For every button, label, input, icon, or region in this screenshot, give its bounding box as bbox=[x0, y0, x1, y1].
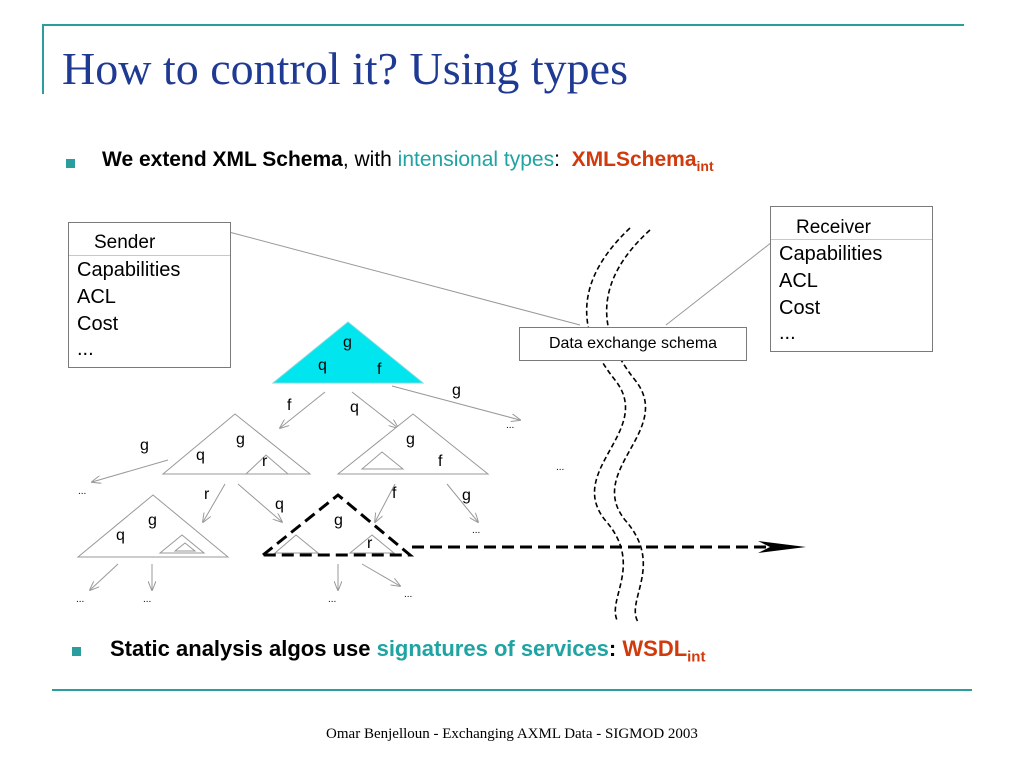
edge-root-f-label: f bbox=[287, 397, 292, 414]
bottom-left-g-label: g bbox=[148, 512, 157, 529]
bottom-left-inner-triangle bbox=[173, 542, 197, 552]
edge-dashed-2 bbox=[361, 563, 400, 586]
bullet1-separator: , with bbox=[342, 148, 398, 171]
edge-mid-g-label: g bbox=[462, 487, 471, 504]
receiver-divider bbox=[771, 239, 932, 240]
slide-title: How to control it? Using types bbox=[62, 43, 628, 94]
ellipsis-left-far: ... bbox=[78, 486, 86, 497]
edge-root-g bbox=[391, 385, 520, 420]
edge-root-q bbox=[351, 391, 398, 428]
edge-root-f bbox=[280, 391, 326, 428]
dashed-subtree-left bbox=[273, 534, 320, 554]
left-tree-triangle bbox=[161, 413, 312, 475]
dashed-tree-g-label: g bbox=[334, 512, 343, 529]
bullet-marker bbox=[72, 647, 81, 656]
footer-rule bbox=[52, 689, 972, 691]
bullet1-red-sub: int bbox=[696, 158, 714, 175]
bottom-left-subtree-triangle bbox=[158, 534, 206, 554]
left-tree-r-label: r bbox=[262, 453, 268, 470]
receiver-connector-line bbox=[665, 241, 773, 326]
bullet1-teal-text: intensional types bbox=[397, 148, 555, 171]
dashed-subtree-right bbox=[348, 534, 396, 554]
dashed-tree-r-label: r bbox=[367, 535, 373, 552]
sender-divider bbox=[69, 255, 230, 256]
ellipsis-middle: ... bbox=[556, 462, 564, 473]
edge-left-r-label: r bbox=[204, 486, 210, 503]
bullet2-bold-text: Static analysis algos use bbox=[110, 636, 377, 661]
transfer-arrow-head bbox=[758, 541, 806, 553]
bullet2-colon: : bbox=[608, 636, 623, 661]
mid-tree-f-label: f bbox=[438, 453, 443, 470]
bullet2-teal-text: signatures of services bbox=[376, 636, 609, 661]
bullet-wsdl: Static analysis algos use signatures of … bbox=[110, 636, 705, 665]
edge-left-r bbox=[203, 483, 226, 522]
bullet1-red-text: XMLSchema bbox=[571, 148, 697, 171]
edge-left-q bbox=[237, 483, 282, 522]
edge-root-g-label: g bbox=[452, 382, 461, 399]
ellipsis-mid-right: ... bbox=[472, 525, 480, 536]
sender-line-capabilities: Capabilities bbox=[77, 259, 181, 281]
receiver-title: Receiver bbox=[796, 217, 871, 238]
edge-mid-g bbox=[446, 483, 478, 522]
sender-line-cost: Cost bbox=[77, 313, 119, 335]
receiver-line-acl: ACL bbox=[779, 270, 818, 292]
footer-text: Omar Benjelloun - Exchanging AXML Data -… bbox=[326, 726, 698, 742]
ellipsis-bottom-left-1: ... bbox=[76, 594, 84, 605]
root-g-label: g bbox=[343, 334, 352, 351]
root-f-label: f bbox=[377, 361, 382, 378]
receiver-line-more: ... bbox=[779, 322, 796, 344]
channel-wave-right bbox=[605, 229, 651, 623]
bullet2-red-sub: int bbox=[687, 648, 706, 666]
sender-title: Sender bbox=[94, 232, 156, 253]
edge-bottom-left-1 bbox=[90, 563, 119, 590]
edge-left-q-label: q bbox=[275, 496, 284, 513]
edge-left-g bbox=[92, 459, 169, 482]
ellipsis-dashed-2: ... bbox=[404, 589, 412, 600]
ellipsis-root-right: ... bbox=[506, 420, 514, 431]
edge-mid-f bbox=[375, 483, 396, 522]
bullet-xmlschema: We extend XML Schema, with intensional t… bbox=[102, 148, 714, 174]
title-top-rule bbox=[42, 24, 964, 26]
left-tree-g-label: g bbox=[236, 431, 245, 448]
title-left-rule bbox=[42, 24, 44, 94]
sender-connector-line bbox=[228, 231, 581, 326]
sender-box: Sender Capabilities ACL Cost ... bbox=[68, 222, 231, 368]
edge-root-q-label: q bbox=[350, 399, 359, 416]
edge-left-g-label: g bbox=[140, 437, 149, 454]
mid-tree-g-label: g bbox=[406, 431, 415, 448]
root-q-label: q bbox=[318, 357, 327, 374]
receiver-box: Receiver Capabilities ACL Cost ... bbox=[770, 206, 933, 352]
bullet2-red-text: WSDL bbox=[622, 636, 688, 661]
bullet1-colon: : bbox=[554, 148, 560, 171]
data-exchange-schema-label: Data exchange schema bbox=[519, 327, 747, 361]
left-subtree-triangle bbox=[244, 454, 290, 475]
receiver-line-capabilities: Capabilities bbox=[779, 243, 883, 265]
mid-subtree-triangle bbox=[360, 451, 405, 470]
bullet1-bold-text: We extend XML Schema bbox=[102, 148, 343, 171]
edge-mid-f-label: f bbox=[392, 485, 397, 502]
root-tree-triangle bbox=[271, 321, 425, 384]
sender-line-acl: ACL bbox=[77, 286, 116, 308]
bottom-left-q-label: q bbox=[116, 527, 125, 544]
left-tree-q-label: q bbox=[196, 447, 205, 464]
receiver-line-cost: Cost bbox=[779, 297, 821, 319]
ellipsis-bottom-left-2: ... bbox=[143, 594, 151, 605]
channel-wave-left bbox=[585, 227, 631, 623]
ellipsis-dashed-1: ... bbox=[328, 594, 336, 605]
bullet-marker bbox=[66, 159, 75, 168]
sender-line-more: ... bbox=[77, 338, 94, 360]
